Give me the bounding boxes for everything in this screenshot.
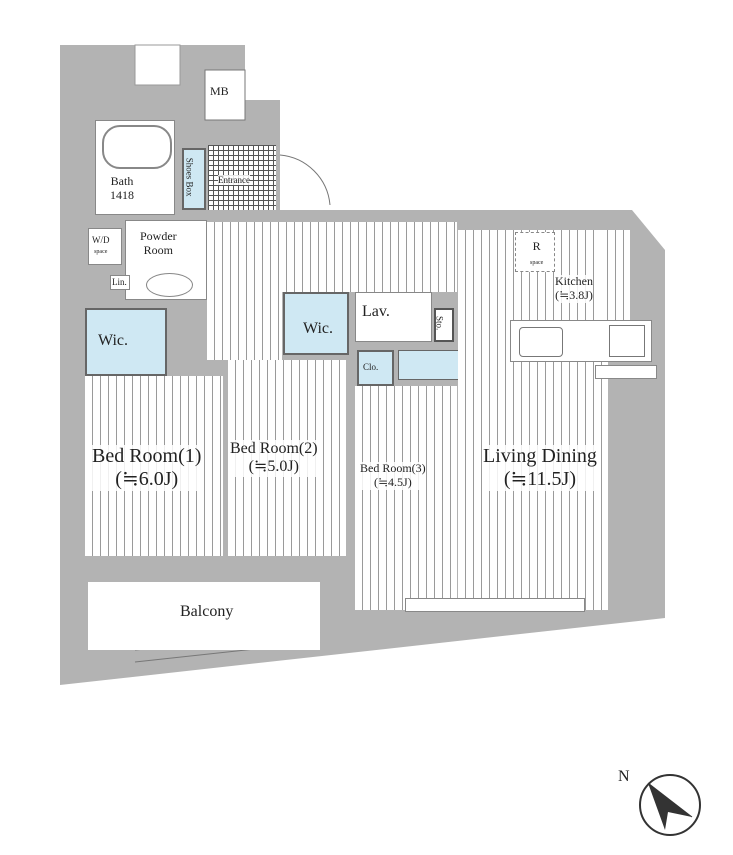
r-space-name: R [532, 239, 541, 253]
shoes-box-label: Shoes Box [184, 157, 195, 197]
compass-north-label: N [618, 768, 630, 787]
bed-room-3-name: Bed Room(3) [360, 461, 426, 475]
closet [357, 350, 394, 386]
lin-label: Lin. [112, 277, 127, 288]
bed-room-2-name: Bed Room(2) [230, 440, 318, 457]
sink-icon [146, 273, 193, 297]
bed-room-2-size: (≒5.0J) [248, 458, 299, 476]
linen-closet [398, 350, 460, 380]
wd-label: W/D space [92, 235, 110, 257]
bed-room-2-label: Bed Room(2)(≒5.0J) [230, 440, 318, 477]
r-space [515, 232, 555, 272]
clo-label: Clo. [363, 362, 379, 372]
bath-name: Bath [110, 174, 134, 188]
bed-room-1-size: (≒6.0J) [115, 468, 179, 490]
r-space-sub: space [530, 259, 544, 266]
wd-name: W/D [92, 235, 110, 245]
stove-icon [609, 325, 645, 357]
bed-room-1-label: Bed Room(1)(≒6.0J) [92, 445, 202, 491]
compass-icon [639, 774, 701, 836]
powder-name: Powder [140, 229, 177, 243]
kitchen-size: (≒3.8J) [555, 287, 593, 302]
window-sash [405, 598, 585, 612]
wd-sub: space [94, 249, 108, 256]
kitchen-name: Kitchen [555, 274, 593, 288]
bed-room-1-name: Bed Room(1) [92, 445, 202, 467]
kitchen-sink-icon [519, 327, 563, 357]
hallway [207, 222, 457, 292]
wic-2-label: Wic. [303, 320, 334, 337]
skylight-box [134, 44, 181, 86]
mb-label: MB [210, 84, 229, 99]
wic-1-label: Wic. [98, 332, 129, 349]
entrance-door-swing [279, 154, 331, 206]
sto-label: Sto. [434, 316, 445, 331]
wic-2 [283, 292, 349, 355]
wic-1 [85, 308, 167, 376]
bed-room-3-label: Bed Room(3)(≒4.5J) [360, 461, 426, 490]
kitchen-counter [510, 320, 652, 362]
bed-room-3-size: (≒4.5J) [373, 474, 412, 489]
hallway-west [207, 290, 282, 360]
cupboard [595, 365, 657, 379]
bed-room-3 [355, 386, 457, 610]
storage [434, 308, 454, 342]
living-dining-name: Living Dining [483, 445, 597, 467]
bath [95, 120, 175, 215]
shoes-box [182, 148, 206, 210]
entrance-label: Entrance [218, 175, 250, 186]
kitchen-label: Kitchen(≒3.8J) [555, 274, 593, 303]
living-dining-size: (≒11.5J) [503, 468, 576, 490]
lav-label: Lav. [362, 303, 390, 322]
balcony-label: Balcony [180, 603, 234, 622]
powder-name2: Room [143, 242, 173, 257]
living-dining-label: Living Dining(≒11.5J) [483, 445, 597, 491]
bath-size: 1418 [110, 187, 134, 202]
bathtub-icon [102, 125, 172, 169]
